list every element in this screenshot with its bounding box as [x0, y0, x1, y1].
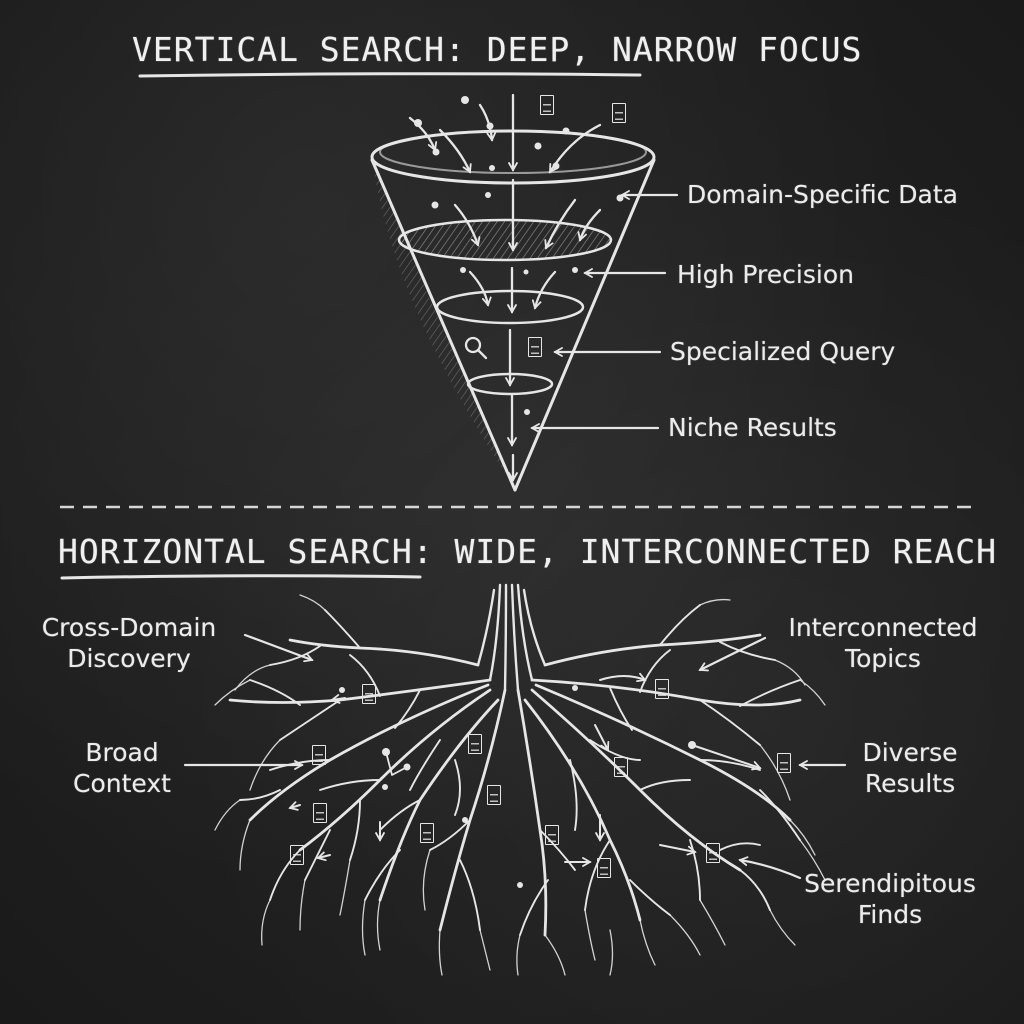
label-line: Discovery: [67, 644, 191, 673]
label-diverse-results: Diverse Results: [840, 737, 980, 799]
label-line: Interconnected: [788, 613, 978, 642]
funnel-mid-band: [399, 220, 611, 260]
funnel-left-edge: [370, 158, 517, 492]
horizontal-search-title: HORIZONTAL SEARCH: WIDE, INTERCONNECTED …: [58, 532, 998, 571]
funnel-flow-arrows: [408, 93, 602, 482]
funnel-leader-lines: [530, 190, 679, 433]
document-icon: [420, 823, 434, 843]
document-icon: [597, 858, 611, 878]
document-icon: [706, 843, 720, 863]
root-arrows: [288, 672, 762, 867]
vertical-search-title: VERTICAL SEARCH: DEEP, NARROW FOCUS: [132, 30, 863, 69]
label-line: Context: [73, 769, 171, 798]
label-specialized-query: Specialized Query: [670, 337, 896, 366]
top-title-underline: [138, 72, 642, 78]
label-line: Results: [864, 769, 956, 798]
label-line: Serendipitous: [804, 869, 976, 898]
node-icon: [339, 685, 696, 888]
document-icon: [468, 734, 482, 754]
root-network-icon: [214, 583, 826, 976]
document-icon: [655, 679, 669, 699]
data-point-icons: [414, 96, 624, 415]
funnel-right-edge: [513, 158, 656, 492]
document-icon: [528, 337, 542, 357]
label-domain-specific-data: Domain-Specific Data: [687, 180, 958, 209]
document-icon: [777, 753, 791, 773]
label-line: Cross-Domain: [41, 613, 217, 642]
label-line: Finds: [857, 900, 923, 929]
label-cross-domain-discovery: Cross-Domain Discovery: [24, 612, 234, 674]
label-line: Broad: [85, 738, 159, 767]
label-interconnected-topics: Interconnected Topics: [778, 612, 988, 674]
label-broad-context: Broad Context: [52, 737, 192, 799]
bottom-title-underline: [60, 574, 422, 580]
document-icon: [290, 845, 304, 865]
magnifier-icon: [464, 336, 488, 360]
document-icon: [614, 757, 628, 777]
document-icon: [487, 785, 501, 805]
label-pointer-arrows: [183, 633, 847, 880]
document-icon: [540, 95, 554, 115]
label-high-precision: High Precision: [677, 260, 854, 289]
label-niche-results: Niche Results: [668, 413, 837, 442]
document-icon: [612, 103, 626, 123]
document-icon: [362, 684, 376, 704]
document-icon: [312, 745, 326, 765]
document-icon: [313, 803, 327, 823]
label-serendipitous-finds: Serendipitous Finds: [790, 868, 990, 930]
label-line: Topics: [845, 644, 921, 673]
document-icon: [545, 825, 559, 845]
label-line: Diverse: [862, 738, 958, 767]
